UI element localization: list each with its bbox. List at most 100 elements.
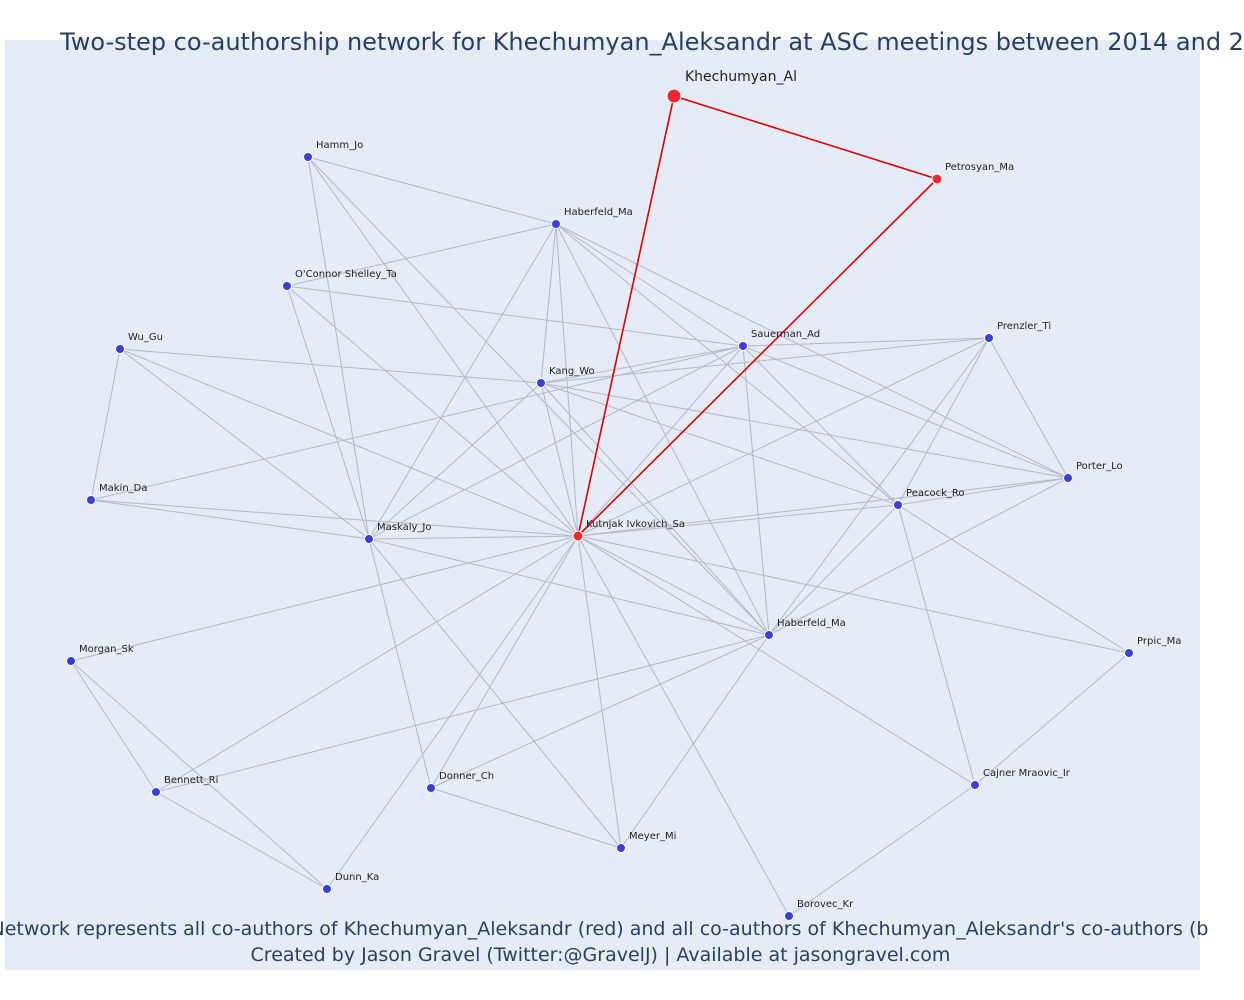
node-haberfeld1[interactable] xyxy=(551,219,561,229)
node-label-oconnor: O'Connor Shelley_Ta xyxy=(295,269,397,280)
gray-edge-layer xyxy=(70,156,1130,917)
node-meyer[interactable] xyxy=(616,843,626,853)
edge-haberfeld2-meyer xyxy=(620,634,770,849)
edge-porter-haberfeld2 xyxy=(768,477,1069,636)
red-edge-layer xyxy=(577,95,938,537)
node-petrosyan[interactable] xyxy=(931,173,943,185)
node-label-khech: Khechumyan_Al xyxy=(685,69,797,85)
node-morgan[interactable] xyxy=(66,656,76,666)
node-oconnor[interactable] xyxy=(282,281,292,291)
edge-kutnjak-dunn xyxy=(326,535,579,890)
edge-kutnjak-wu xyxy=(119,348,579,537)
edge-khech-kutnjak xyxy=(577,95,675,537)
node-makin[interactable] xyxy=(86,495,96,505)
edge-prenzler-haberfeld2 xyxy=(768,337,990,636)
node-label-makin: Makin_Da xyxy=(99,483,148,494)
edge-morgan-bennett xyxy=(70,660,157,793)
edge-haberfeld1-maskaly xyxy=(368,223,557,540)
node-label-haberfeld1: Haberfeld_Ma xyxy=(564,207,633,218)
node-kang[interactable] xyxy=(536,378,546,388)
node-label-petrosyan: Petrosyan_Ma xyxy=(945,162,1014,173)
node-wu[interactable] xyxy=(115,344,125,354)
node-dunn[interactable] xyxy=(322,884,332,894)
edge-kutnjak-haberfeld2 xyxy=(577,535,770,636)
node-maskaly[interactable] xyxy=(364,534,374,544)
node-donner[interactable] xyxy=(426,783,436,793)
node-borovec[interactable] xyxy=(784,911,794,921)
node-label-borovec: Borovec_Kr xyxy=(797,899,854,910)
edge-hamm-haberfeld1 xyxy=(307,156,557,225)
edge-hamm-maskaly xyxy=(307,156,370,540)
edge-wu-maskaly xyxy=(119,348,370,540)
node-hamm[interactable] xyxy=(303,152,313,162)
edge-prenzler-porter xyxy=(988,337,1069,479)
node-peacock[interactable] xyxy=(893,500,903,510)
node-prenzler[interactable] xyxy=(984,333,994,343)
edge-prpic-cajner xyxy=(974,652,1130,786)
edge-kutnjak-cajner xyxy=(577,535,976,786)
edge-kutnjak-prenzler xyxy=(577,337,990,537)
edge-kang-haberfeld2 xyxy=(540,382,770,636)
edge-bennett-dunn xyxy=(155,791,328,890)
edge-prenzler-peacock xyxy=(897,337,990,506)
edge-makin-maskaly xyxy=(90,499,370,540)
node-kutnjak[interactable] xyxy=(572,530,584,542)
node-label-cajner: Cajner Mraovic_Ir xyxy=(983,768,1071,779)
caption-line-2: Created by Jason Gravel (Twitter:@Gravel… xyxy=(250,944,951,966)
edge-sauerman-maskaly xyxy=(368,345,744,540)
edge-oconnor-sauerman xyxy=(286,285,744,347)
node-prpic[interactable] xyxy=(1124,648,1134,658)
edge-haberfeld2-donner xyxy=(430,634,770,789)
node-khech[interactable] xyxy=(666,88,682,104)
node-label-prenzler: Prenzler_Ti xyxy=(997,321,1051,332)
edge-kutnjak-porter xyxy=(577,477,1069,537)
edge-maskaly-donner xyxy=(368,538,432,789)
edge-kang-peacock xyxy=(540,382,899,506)
edge-kutnjak-morgan xyxy=(70,535,579,662)
edge-donner-meyer xyxy=(430,787,622,849)
edge-sauerman-prenzler xyxy=(742,337,990,347)
node-haberfeld2[interactable] xyxy=(764,630,774,640)
edge-kang-sauerman xyxy=(540,345,744,384)
node-label-maskaly: Maskaly_Jo xyxy=(377,522,431,533)
edge-kutnjak-meyer xyxy=(577,535,622,849)
edge-kutnjak-maskaly xyxy=(368,535,579,540)
node-label-peacock: Peacock_Ro xyxy=(906,488,964,499)
edge-kutnjak-kang xyxy=(540,382,579,537)
node-label-porter: Porter_Lo xyxy=(1076,461,1123,472)
node-bennett[interactable] xyxy=(151,787,161,797)
edge-peacock-haberfeld2 xyxy=(768,504,899,636)
node-cajner[interactable] xyxy=(970,780,980,790)
edge-maskaly-meyer xyxy=(368,538,622,849)
node-porter[interactable] xyxy=(1063,473,1073,483)
node-label-donner: Donner_Ch xyxy=(439,771,494,782)
node-label-morgan: Morgan_Sk xyxy=(79,644,134,655)
edge-sauerman-peacock xyxy=(742,345,899,506)
edge-haberfeld2-bennett xyxy=(155,634,770,793)
node-label-hamm: Hamm_Jo xyxy=(316,140,363,151)
edge-hamm-haberfeld2 xyxy=(307,156,770,636)
edge-haberfeld1-kang xyxy=(540,223,557,384)
node-label-kang: Kang_Wo xyxy=(549,366,595,377)
node-label-dunn: Dunn_Ka xyxy=(335,872,379,883)
edge-kang-porter xyxy=(540,382,1069,479)
edge-wu-makin xyxy=(90,348,121,501)
edge-porter-peacock xyxy=(897,477,1069,506)
node-label-prpic: Prpic_Ma xyxy=(1137,636,1181,647)
edge-morgan-dunn xyxy=(70,660,328,890)
edge-kang-maskaly xyxy=(368,382,542,540)
edge-oconnor-maskaly xyxy=(286,285,370,540)
edge-kutnjak-oconnor xyxy=(286,285,579,537)
edge-kutnjak-bennett xyxy=(155,535,579,793)
edge-kutnjak-peacock xyxy=(577,504,899,537)
edge-peacock-cajner xyxy=(897,504,976,786)
edge-haberfeld1-haberfeld2 xyxy=(555,223,770,636)
edge-kutnjak-sauerman xyxy=(577,345,744,537)
node-label-haberfeld2: Haberfeld_Ma xyxy=(777,618,846,629)
node-label-bennett: Bennett_Ri xyxy=(164,775,218,786)
node-sauerman[interactable] xyxy=(738,341,748,351)
edge-petrosyan-kutnjak xyxy=(577,178,938,537)
